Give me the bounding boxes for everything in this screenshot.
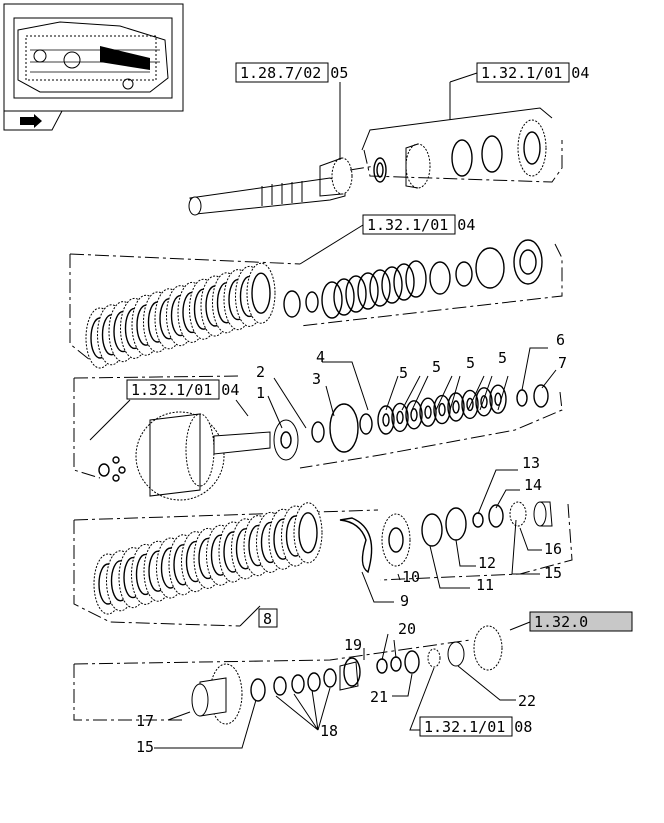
- ref-2-text: 1.32.1/01 04: [481, 64, 589, 82]
- row-4-clutch-pack: [73, 501, 573, 627]
- ref-box-6[interactable]: 1.32.1/01 08: [419, 716, 532, 737]
- ref-4-text: 1.32.1/01 04: [131, 381, 239, 399]
- transmission-thumbnail[interactable]: [3, 3, 184, 112]
- clutch-plate: [405, 260, 427, 298]
- callout-12[interactable]: 12: [478, 554, 496, 572]
- row-2-clutch-pack: [69, 224, 563, 369]
- callout-15a[interactable]: 15: [544, 564, 562, 582]
- shaft-gear: [331, 157, 353, 195]
- callout-8[interactable]: 8: [263, 610, 272, 628]
- ref-box-1[interactable]: 1.28.7/02 05: [235, 62, 348, 83]
- callout-7[interactable]: 7: [558, 354, 567, 372]
- callout-15b[interactable]: 15: [136, 738, 154, 756]
- ref-box-4[interactable]: 1.32.1/01 04: [126, 379, 239, 400]
- spring-washer: [391, 402, 409, 433]
- ref-1-text: 1.28.7/02 05: [240, 64, 348, 82]
- ref-3-text: 1.32.1/01 04: [367, 216, 475, 234]
- callout-16[interactable]: 16: [544, 540, 562, 558]
- clutch-disc: [246, 262, 276, 324]
- clutch-plate: [381, 266, 403, 304]
- ref-6-text: 1.32.1/01 08: [424, 718, 532, 736]
- spring-washer: [447, 392, 465, 422]
- nav-button[interactable]: [3, 110, 63, 131]
- callout-4[interactable]: 4: [316, 348, 325, 366]
- callout-10[interactable]: 10: [402, 568, 420, 586]
- ref-box-5[interactable]: 1.32.0: [529, 611, 633, 632]
- callout-1[interactable]: 1: [256, 384, 265, 402]
- callout-5d[interactable]: 5: [498, 349, 507, 367]
- spring-washer-inner: [424, 405, 432, 419]
- spring-washer-inner: [480, 395, 488, 409]
- clutch-disc: [293, 502, 323, 564]
- callout-2[interactable]: 2: [256, 363, 265, 381]
- callout-5a[interactable]: 5: [399, 364, 408, 382]
- spring-washer-inner: [452, 400, 460, 414]
- clutch-discs-row4: [93, 502, 323, 615]
- back-arrow-icon[interactable]: [20, 114, 42, 128]
- clutch-plate: [393, 263, 415, 301]
- spring-washer-inner: [438, 402, 446, 417]
- callout-3[interactable]: 3: [312, 370, 321, 388]
- clutch-plate: [369, 269, 391, 307]
- spring-washer-inner: [396, 410, 404, 425]
- clutch-disc-inner: [251, 272, 271, 314]
- row-1-shaft: [188, 72, 563, 216]
- clutch-plates-row2: [321, 260, 427, 319]
- callouts: 2 1 3 4 5 5 5 5 6 7 8 9 10 11 12 13 14 1…: [136, 331, 567, 756]
- clutch-discs-row2: [85, 262, 276, 369]
- spring-washer: [489, 384, 507, 414]
- clutch-plate: [321, 281, 343, 319]
- callout-5b[interactable]: 5: [432, 358, 441, 376]
- spring-washers: [377, 384, 507, 435]
- callout-17[interactable]: 17: [136, 712, 154, 730]
- row-5-output: [73, 621, 531, 725]
- ref-5-text: 1.32.0: [534, 613, 588, 631]
- leader-lines: [154, 347, 557, 749]
- clutch-plate: [345, 275, 367, 313]
- row-3-hub-assembly: [73, 375, 563, 501]
- clutch-plate: [357, 272, 379, 310]
- spring-washer: [419, 397, 437, 427]
- callout-11[interactable]: 11: [476, 576, 494, 594]
- clutch-plate: [333, 278, 355, 316]
- spring-washer: [377, 405, 395, 435]
- callout-19[interactable]: 19: [344, 636, 362, 654]
- callout-5c[interactable]: 5: [466, 354, 475, 372]
- callout-20[interactable]: 20: [398, 620, 416, 638]
- callout-14[interactable]: 14: [524, 476, 542, 494]
- callout-22[interactable]: 22: [518, 692, 536, 710]
- spring-washer: [461, 389, 479, 420]
- spring-washer: [475, 387, 493, 417]
- spring-washer: [405, 400, 423, 430]
- ref-box-2[interactable]: 1.32.1/01 04: [476, 62, 589, 83]
- clutch-disc-inner: [298, 512, 318, 554]
- callout-9[interactable]: 9: [400, 592, 409, 610]
- ref-box-3[interactable]: 1.32.1/01 04: [362, 214, 475, 235]
- callout-13[interactable]: 13: [522, 454, 540, 472]
- spring-washer-inner: [410, 408, 418, 422]
- spring-washer-inner: [382, 413, 390, 427]
- callout-21[interactable]: 21: [370, 688, 388, 706]
- callout-18[interactable]: 18: [320, 722, 338, 740]
- callout-6[interactable]: 6: [556, 331, 565, 349]
- spring-washer-inner: [466, 397, 474, 412]
